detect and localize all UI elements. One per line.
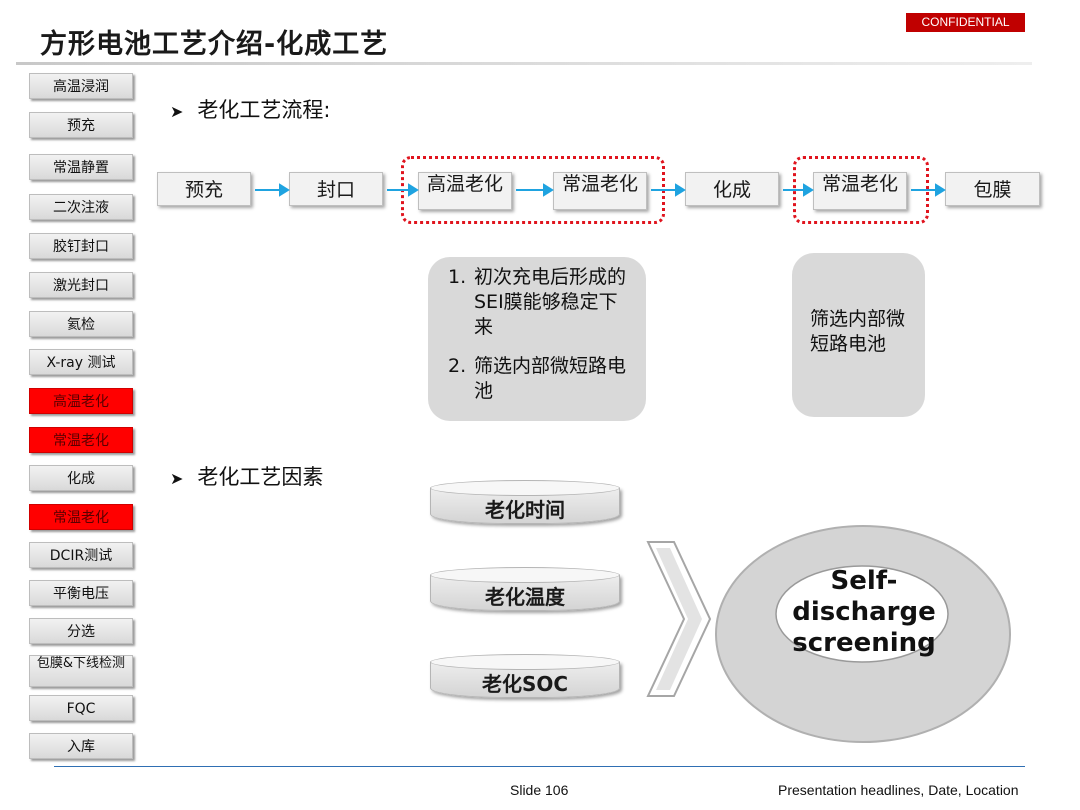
- flow-step-seal: 封口: [289, 172, 383, 206]
- flow-step-high-temp-aging: 高温老化: [418, 172, 512, 210]
- result-ring: [715, 525, 1011, 743]
- arrow-bullet-icon: ➤: [170, 102, 184, 121]
- sidebar-item-precharge[interactable]: 预充: [29, 112, 133, 138]
- section-heading-aging-flow: ➤ 老化工艺流程:: [170, 94, 330, 124]
- sidebar-item-room-temp-rest[interactable]: 常温静置: [29, 154, 133, 180]
- flow-step-room-temp-aging-2: 常温老化: [813, 172, 907, 210]
- chevron-right-icon: [646, 541, 712, 697]
- sidebar-item-sorting[interactable]: 分选: [29, 618, 133, 644]
- sidebar-item-room-temp-aging-2[interactable]: 常温老化: [29, 504, 133, 530]
- sidebar-item-fqc[interactable]: FQC: [29, 695, 133, 721]
- factor-aging-temperature: 老化温度: [430, 567, 620, 617]
- flow-step-wrap: 包膜: [945, 172, 1040, 206]
- sidebar-item-helium-check[interactable]: 氦检: [29, 311, 133, 337]
- note-item-2: 2.筛选内部微短路电池: [448, 355, 627, 402]
- sidebar-item-laser-seal[interactable]: 激光封口: [29, 272, 133, 298]
- flow-step-formation: 化成: [685, 172, 779, 206]
- sidebar-item-high-temp-aging[interactable]: 高温老化: [29, 388, 133, 414]
- sidebar-item-wrap-offline-check[interactable]: 包膜&下线检测: [29, 655, 133, 687]
- sidebar-item-xray-test[interactable]: X-ray 测试: [29, 349, 133, 375]
- header-divider: [16, 62, 1032, 65]
- flow-arrowhead-4: [675, 183, 686, 197]
- page-title: 方形电池工艺介绍-化成工艺: [40, 29, 389, 60]
- factor-label: 老化温度: [485, 585, 565, 609]
- sidebar-item-rubber-nail-seal[interactable]: 胶钉封口: [29, 233, 133, 259]
- section-heading-text: 老化工艺因素: [197, 465, 324, 489]
- section-heading-aging-factors: ➤ 老化工艺因素: [170, 461, 323, 491]
- footer-divider: [54, 766, 1025, 767]
- arrow-bullet-icon: ➤: [170, 469, 184, 488]
- note-item-1: 1.初次充电后形成的SEI膜能够稳定下来: [448, 266, 627, 338]
- sidebar-item-formation[interactable]: 化成: [29, 465, 133, 491]
- flow-arrowhead-6: [935, 183, 946, 197]
- sidebar-item-second-injection[interactable]: 二次注液: [29, 194, 133, 220]
- sidebar-item-warehousing[interactable]: 入库: [29, 733, 133, 759]
- result-text: Self-discharge screening: [792, 566, 936, 658]
- note-item-2-text: 筛选内部微短路电池: [474, 355, 627, 402]
- factor-label: 老化时间: [485, 498, 565, 522]
- sidebar-item-balance-voltage[interactable]: 平衡电压: [29, 580, 133, 606]
- flow-step-precharge: 预充: [157, 172, 251, 206]
- factor-label: 老化SOC: [481, 672, 569, 696]
- sidebar-item-dcir-test[interactable]: DCIR测试: [29, 542, 133, 568]
- note-box-screening: 筛选内部微短路电池: [792, 253, 925, 417]
- footer-info: Presentation headlines, Date, Location: [778, 782, 1019, 798]
- flow-arrowhead-1: [279, 183, 290, 197]
- section-heading-text: 老化工艺流程:: [197, 98, 331, 122]
- factor-aging-soc: 老化SOC: [430, 654, 620, 704]
- note-item-1-text: 初次充电后形成的SEI膜能够稳定下来: [474, 266, 627, 338]
- sidebar-item-room-temp-aging[interactable]: 常温老化: [29, 427, 133, 453]
- flow-step-room-temp-aging: 常温老化: [553, 172, 647, 210]
- slide-number: Slide 106: [510, 782, 569, 798]
- factor-aging-time: 老化时间: [430, 480, 620, 530]
- confidential-badge: CONFIDENTIAL: [906, 13, 1025, 32]
- note-box-aging-purpose: 1.初次充电后形成的SEI膜能够稳定下来 2.筛选内部微短路电池: [428, 257, 646, 421]
- sidebar-item-high-temp-soak[interactable]: 高温浸润: [29, 73, 133, 99]
